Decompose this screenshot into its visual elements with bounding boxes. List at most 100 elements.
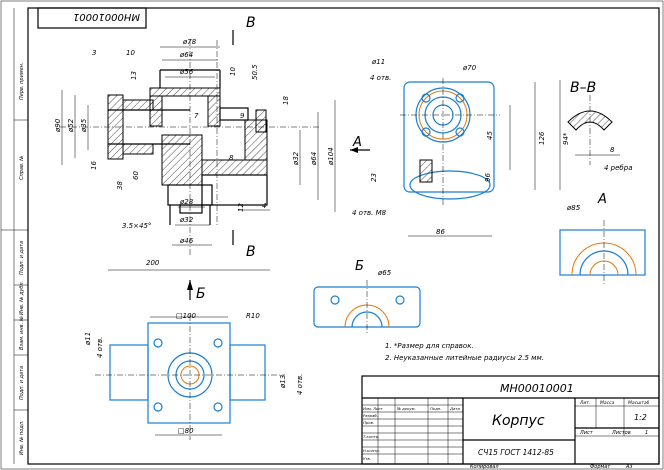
title-sheets: Листов	[611, 430, 631, 436]
title-col-lit: Лит.	[579, 400, 590, 406]
view-b-bottom-label: Б	[196, 286, 206, 302]
dim-main-16: ø64	[310, 152, 318, 166]
view-b-label: Б	[355, 259, 364, 274]
section-b-top-label: В	[246, 15, 256, 31]
dim-main-3: 3	[92, 49, 96, 57]
title-part-name: Корпус	[492, 413, 545, 429]
side-label-0: Перв. примен.	[19, 62, 25, 100]
dim-main-14: 18	[282, 96, 290, 105]
dim-bottom-3: 4 отв.	[96, 337, 104, 358]
dim-side-0: ø11	[371, 58, 385, 66]
section-bb	[567, 95, 620, 165]
side-view	[400, 78, 561, 237]
side-label-1: Справ. №	[19, 156, 25, 180]
section-bb-label: В–В	[570, 80, 596, 96]
view-a	[559, 220, 646, 285]
dim-side-3: 126	[538, 131, 546, 145]
dim-main-15: ø32	[292, 151, 300, 166]
dim-side-11: 4 ребра	[604, 164, 632, 172]
title-row-6: Т.контр.	[363, 434, 379, 439]
dim-side-7: 96	[484, 173, 492, 182]
title-sheets-count: 1	[645, 430, 648, 436]
dim-main-1: ø64	[179, 51, 193, 59]
dim-main-17: ø104	[327, 147, 335, 166]
dim-main-19: 60	[132, 171, 140, 180]
title-format-value: A3	[625, 464, 633, 470]
main-section-view	[60, 30, 370, 271]
side-label-4: Взам. инв. №	[19, 316, 25, 350]
dim-side-2: ø70	[462, 64, 477, 72]
dim-main-0: ø78	[182, 38, 197, 46]
dim-bottom-0: □100	[176, 312, 197, 320]
title-row-7: Н.контр.	[363, 448, 380, 453]
dim-main-11: 16	[90, 161, 98, 170]
dim-main-6: 10	[229, 67, 237, 76]
dim-main-9: ø52	[67, 118, 75, 133]
dim-bottom-2: ø11	[84, 332, 92, 346]
dim-main-12: 7	[194, 112, 199, 120]
dim-side-9: 4 отв. М8	[352, 209, 387, 217]
title-row-5: Пров.	[363, 420, 374, 425]
title-copied: Копировал	[470, 464, 499, 470]
dim-bottom-4: ø13	[279, 375, 287, 389]
top-drawing-number: МН00010001	[73, 11, 140, 22]
dim-main-25: 12	[237, 203, 245, 212]
note-2: 2. Неуказанные литейные радиусы 2.5 мм.	[385, 354, 544, 362]
dim-main-24: 3.5×45°	[122, 222, 151, 230]
view-a-marker-label: А	[352, 135, 362, 150]
title-col-mass: Масса	[600, 400, 615, 406]
dim-main-21: ø28	[179, 198, 194, 206]
title-format: Формат	[590, 464, 611, 470]
side-label-3: Инв. № дубл.	[19, 281, 25, 315]
title-row-4: Разраб.	[363, 413, 378, 418]
dim-main-5: 13	[130, 71, 138, 80]
title-row-8: Утв.	[363, 456, 371, 461]
dim-side-4: 94*	[562, 132, 570, 145]
dim-side-8: 86	[436, 228, 445, 236]
dim-bottom-6: □80	[178, 427, 194, 435]
dim-main-7: 50.5	[251, 64, 259, 80]
side-label-2: Подп. и дата	[19, 241, 25, 275]
dim-side-1: 4 отв.	[370, 74, 391, 82]
dim-bottom-1: R10	[246, 312, 260, 320]
dim-main-20: 8	[229, 154, 234, 162]
title-row-2: Подп.	[430, 406, 442, 411]
dim-main-27: 200	[146, 259, 160, 267]
title-sheet: Лист	[579, 430, 594, 436]
title-scale-value: 1:2	[634, 413, 647, 422]
title-row-0: Изм. Лист	[363, 406, 384, 411]
side-label-5: Подп. и дата	[19, 366, 25, 400]
dim-side-12: ø85	[566, 204, 581, 212]
title-row-1: № докум.	[396, 406, 416, 411]
dim-main-18: 38	[116, 181, 124, 190]
dim-main-26: 4	[262, 202, 266, 210]
dim-side-5: 45	[486, 131, 494, 140]
section-b-bottom-label: В	[246, 244, 256, 260]
title-col-scale: Масштаб	[628, 400, 650, 406]
dim-main-22: ø32	[179, 216, 194, 224]
side-label-6: Инв. № подл.	[19, 421, 25, 456]
title-row-3: Дата	[449, 406, 461, 411]
inner-frame	[27, 7, 660, 465]
bottom-plan-view	[95, 280, 285, 440]
dim-side-10: 8	[610, 146, 615, 154]
note-1: 1. *Размер для справок.	[385, 342, 474, 350]
view-a-label: А	[597, 192, 607, 207]
title-block	[361, 375, 660, 465]
title-material: СЧ15 ГОСТ 1412-85	[478, 448, 554, 457]
dim-main-13: 9	[240, 112, 245, 120]
dim-bottom-5: 4 отв.	[296, 374, 304, 395]
dim-main-4: 10	[126, 49, 135, 57]
dim-main-8: ø90	[54, 118, 62, 133]
view-b-small	[313, 280, 421, 335]
top-number-box	[37, 7, 147, 29]
dim-side-13: ø65	[377, 269, 392, 277]
dim-side-6: 23	[370, 173, 378, 182]
dim-main-2: ø56	[179, 68, 194, 76]
dim-main-23: ø46	[179, 237, 194, 245]
dim-main-10: ø35	[80, 118, 88, 133]
title-doc-number: МН00010001	[500, 382, 574, 395]
